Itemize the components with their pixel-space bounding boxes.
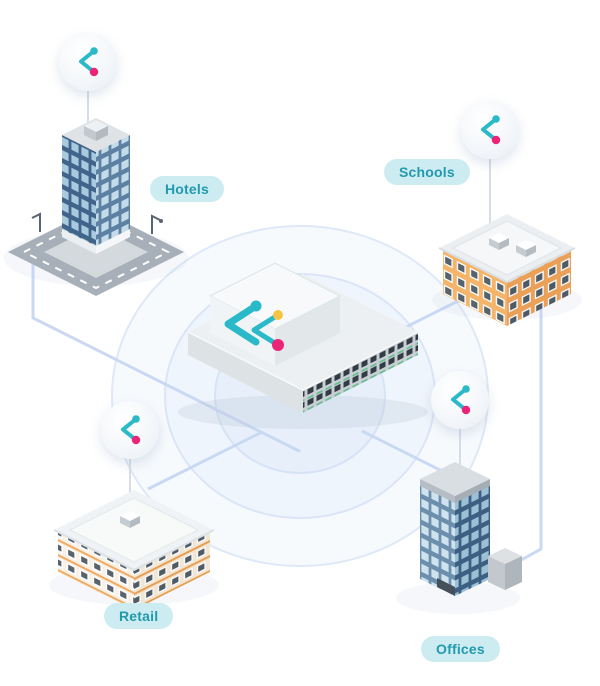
hotels-roofbox-left	[84, 126, 96, 141]
offices-entrance	[437, 578, 455, 596]
brand-logo-yellow-dot	[273, 310, 283, 320]
label-schools: Schools	[384, 159, 470, 185]
retail-roof-edge	[53, 529, 215, 572]
hotels-streetlight-head	[159, 219, 163, 223]
offices-roof-rim-right	[455, 479, 490, 503]
retail-network-badge	[101, 401, 159, 459]
building-retail	[49, 490, 219, 610]
hotels-streetlight-left	[31, 212, 41, 232]
schools-ac2-left	[516, 245, 526, 257]
hotels-tower-left-wall	[62, 135, 96, 246]
offices-shadow	[396, 582, 520, 614]
schools-ac1-left	[489, 238, 499, 250]
offices-annex-right	[505, 556, 522, 590]
brand-logo-icon	[451, 385, 471, 415]
building-offices	[396, 462, 522, 614]
building-schools	[432, 214, 582, 326]
retail-left-wall	[58, 532, 134, 610]
brand-logo-icon	[79, 47, 99, 77]
hotels-podium-right	[96, 229, 130, 254]
offices-network-badge	[431, 371, 489, 429]
label-hotels: Hotels	[150, 176, 224, 202]
schools-ac1-right	[499, 238, 509, 250]
hotels-road-markings	[21, 214, 171, 290]
brand-logo-chevron-large	[224, 302, 260, 346]
schools-left-wall	[443, 250, 507, 326]
line-retail-to-switch	[147, 430, 263, 491]
badge-connectors	[87, 90, 491, 495]
hotels-network-badge	[59, 33, 117, 91]
schools-roof-edge	[438, 247, 576, 284]
schools-right-wall	[507, 250, 571, 326]
hotels-roofbox-right	[96, 126, 108, 141]
schools-roof-inset	[451, 220, 563, 276]
retail-ac-left	[120, 516, 130, 528]
schools-network-badge	[461, 101, 519, 159]
switch-front-edge-highlight	[187, 331, 419, 391]
building-hotels	[4, 118, 188, 296]
hotels-tower-right-wall	[96, 135, 130, 246]
offices-left-wall	[420, 485, 455, 596]
label-retail: Retail	[104, 603, 174, 629]
network-switch	[178, 262, 428, 429]
brand-logo-teal-dot	[250, 300, 262, 312]
switch-ports-face	[303, 332, 418, 413]
hotels-streetlight-right	[151, 214, 161, 234]
retail-ac-right	[130, 516, 140, 528]
offices-roof-rim-left	[420, 479, 455, 503]
offices-right-wall	[455, 485, 490, 596]
switch-block-right-face	[275, 296, 340, 366]
line-hotels-to-switch	[31, 262, 301, 453]
brand-logo-chevron-small	[251, 312, 281, 348]
retail-right-wall	[134, 532, 210, 610]
brand-logo-icon	[481, 115, 501, 145]
brand-logo-icon	[224, 300, 284, 351]
offices-annex-left	[488, 556, 505, 590]
brand-logo-pink-dot	[272, 339, 284, 351]
schools-ac2-right	[526, 245, 536, 257]
retail-roof-inset	[68, 497, 200, 563]
switch-body-left-face	[188, 332, 303, 413]
label-offices: Offices	[421, 636, 500, 662]
brand-logo-icon	[121, 415, 141, 445]
hotels-podium-left	[62, 229, 96, 254]
